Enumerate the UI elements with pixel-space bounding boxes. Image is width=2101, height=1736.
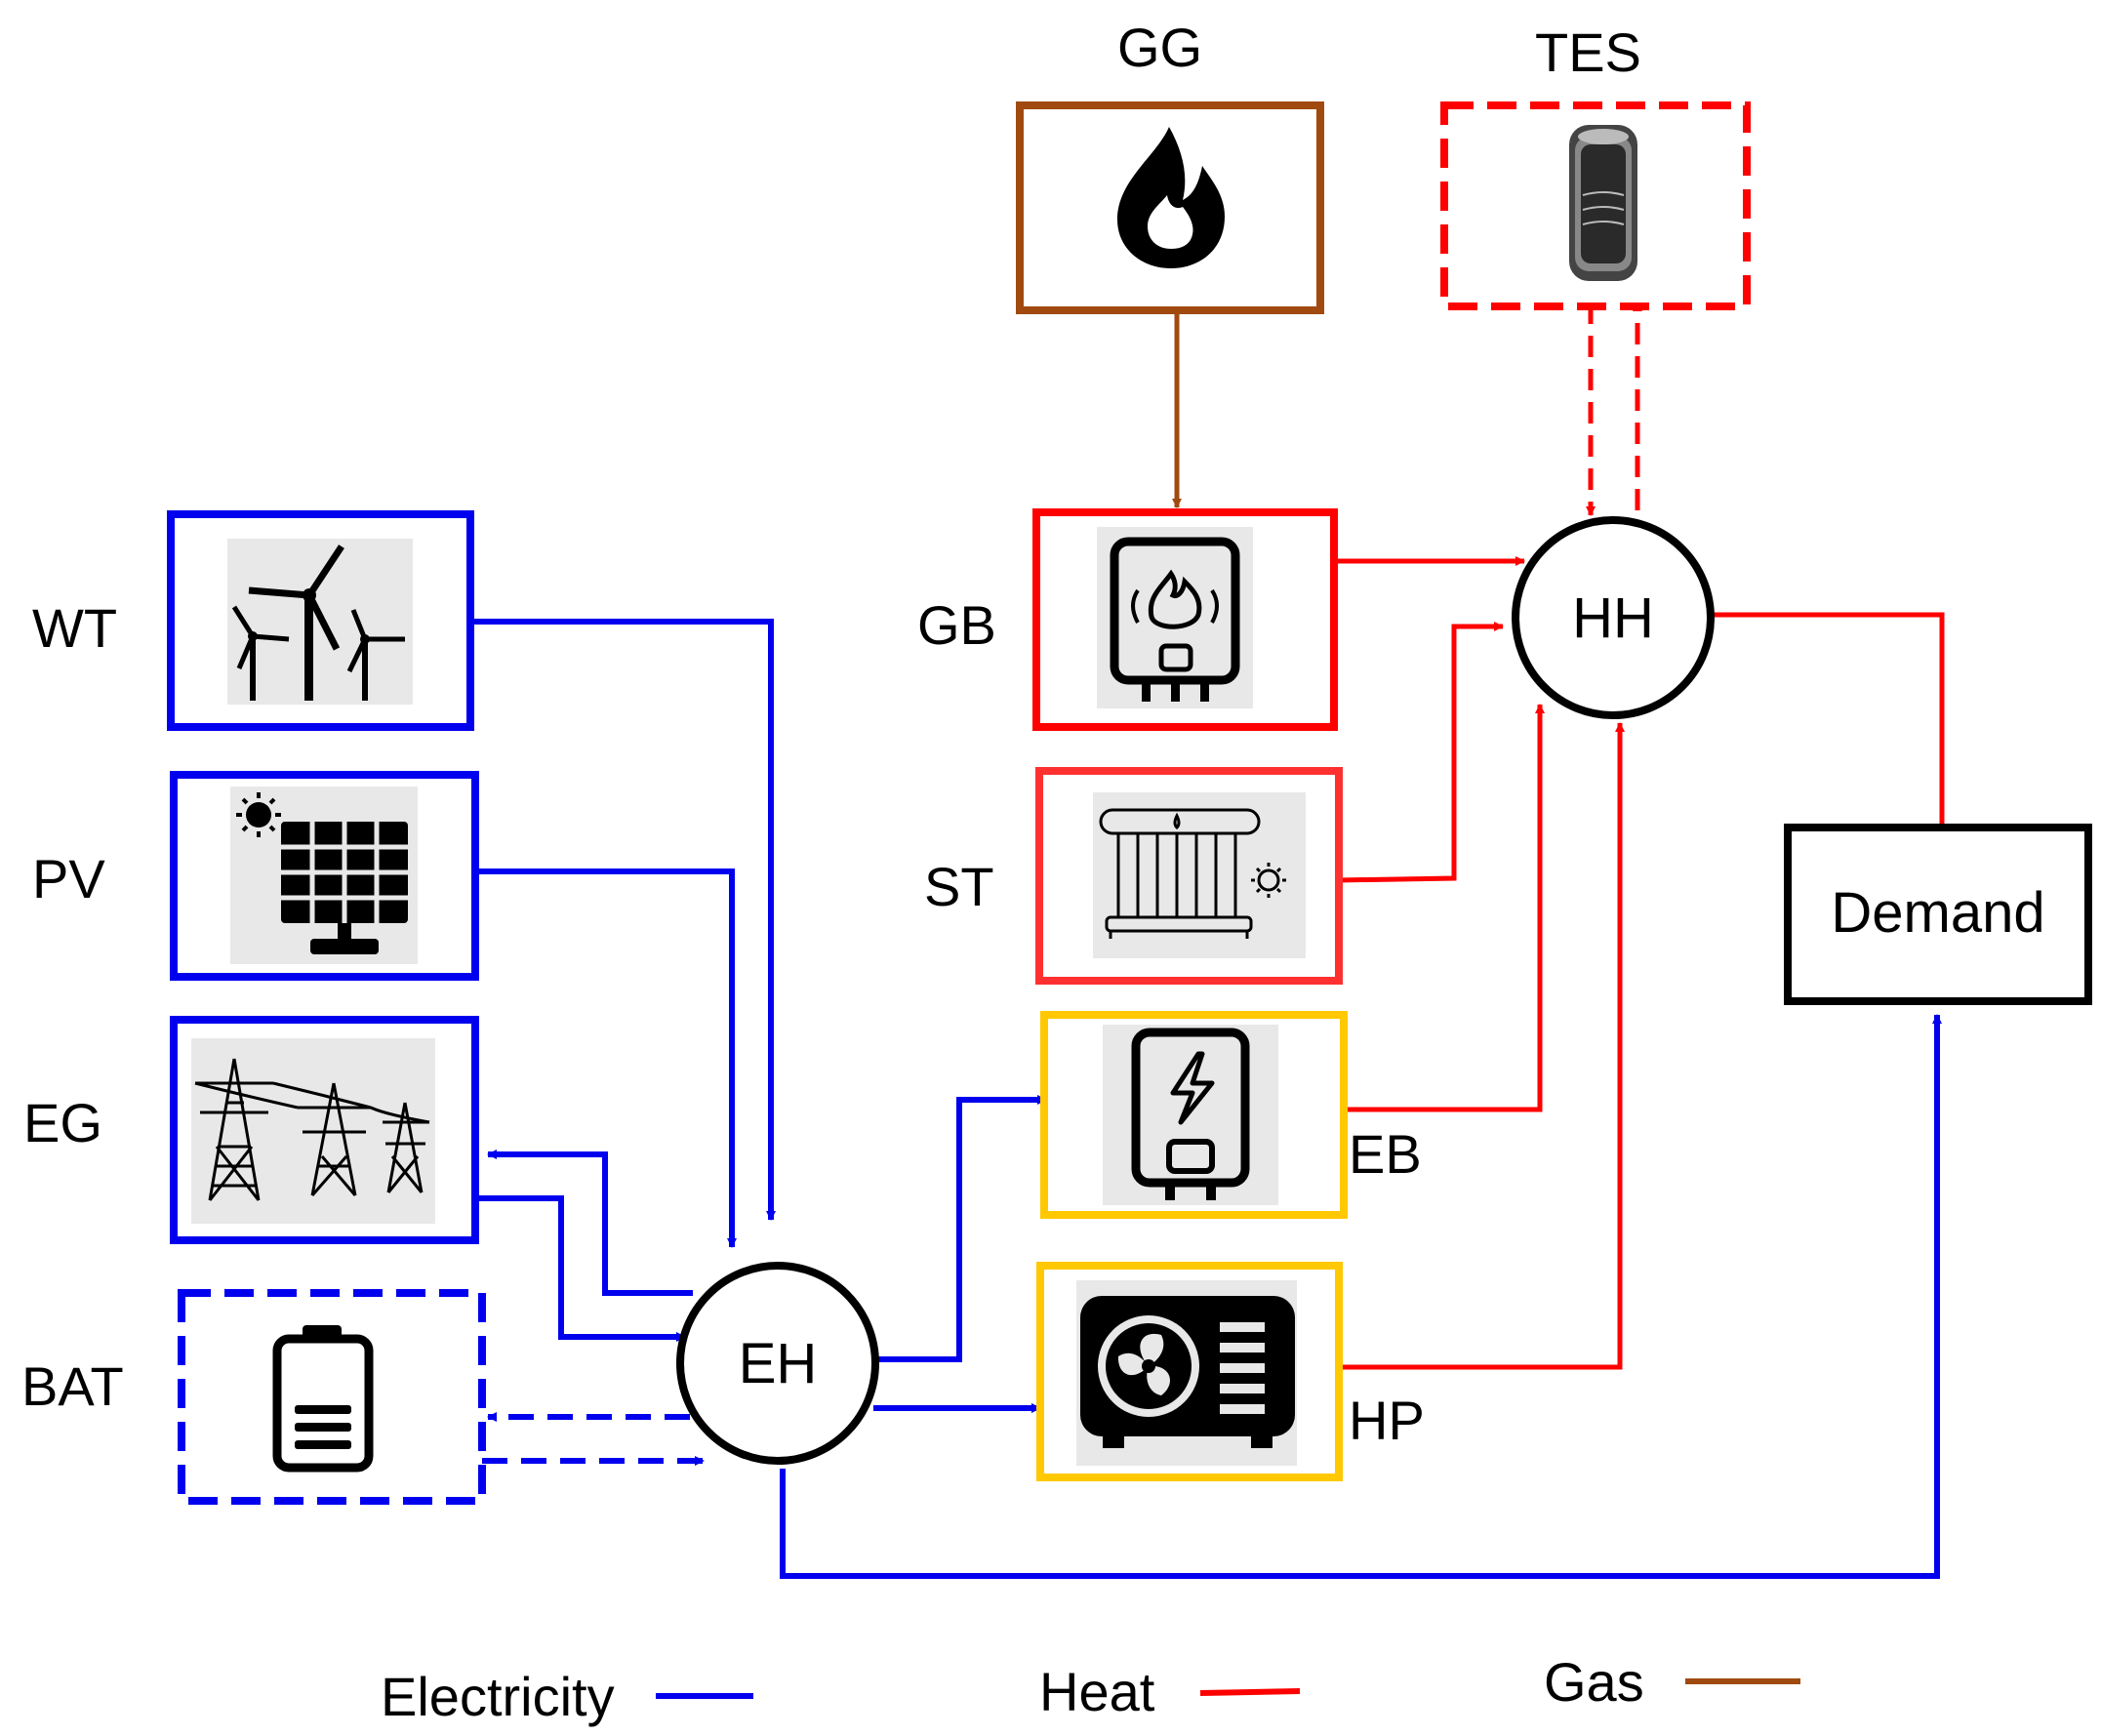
solar-panel-icon [236,792,408,954]
legend-electricity-label: Electricity [381,1666,615,1727]
legend-item-gas: Gas [1544,1651,1800,1713]
battery-icon [272,1325,374,1473]
thermal-energy-storage-node[interactable] [1440,101,1751,310]
photovoltaic-node[interactable] [170,771,479,981]
heat-hub-node[interactable]: HH [1512,516,1715,719]
electric-boiler-icon [1131,1028,1250,1200]
electricity-flows [470,619,1942,1579]
power-grid-tower-icon [194,1058,430,1201]
eb-label: EB [1349,1123,1422,1185]
demand-node[interactable]: Demand [1784,824,2092,1005]
legend-item-heat: Heat [1039,1661,1301,1722]
pv-label: PV [32,848,105,909]
flow-pv-to-eh [475,868,737,1248]
legend-heat-label: Heat [1039,1661,1155,1722]
electric-boiler-node[interactable] [1040,1011,1348,1219]
electricity-grid-node[interactable] [170,1016,479,1244]
legend: Electricity Heat Gas [381,1651,1800,1727]
flow-hp-to-hh [1339,722,1625,1370]
wind-turbine-node[interactable] [167,510,474,731]
flow-eh-to-eg [487,1150,693,1296]
gas-boiler-node[interactable] [1032,508,1338,731]
electricity-hub-node[interactable]: EH [676,1262,879,1465]
gg-label: GG [1117,17,1202,78]
heat-pump-icon [1080,1296,1295,1448]
eh-label: EH [739,1332,818,1395]
hh-label: HH [1572,586,1654,650]
gas-flame-icon [1117,127,1225,268]
eg-label: EG [23,1092,102,1153]
legend-gas-label: Gas [1544,1651,1644,1713]
flow-eb-to-hh [1344,704,1545,1112]
solar-thermal-collector-icon [1099,808,1286,939]
tes-label: TES [1535,21,1641,83]
flow-eh-to-demand [780,1014,1942,1579]
heat-flows [1334,302,1947,1370]
flow-eg-to-eh [475,1195,686,1342]
gas-grid-node[interactable] [1016,101,1324,314]
thermal-storage-tank-icon [1569,125,1637,281]
flow-hh-to-demand [1713,612,1947,833]
st-label: ST [924,856,994,917]
flow-st-to-hh [1338,622,1504,883]
wt-label: WT [32,597,117,659]
flow-wt-to-eh [470,619,776,1221]
flow-eh-to-eb [878,1095,1047,1362]
legend-item-electricity: Electricity [381,1666,753,1727]
demand-label: Demand [1831,881,2044,945]
wind-turbine-icon [231,545,405,701]
battery-node[interactable] [178,1289,486,1505]
hp-label: HP [1349,1390,1425,1451]
heat-pump-node[interactable] [1036,1262,1343,1481]
solar-thermal-node[interactable] [1035,767,1343,985]
gas-boiler-icon [1110,537,1240,702]
bat-label: BAT [21,1355,124,1417]
gb-label: GB [917,594,996,656]
